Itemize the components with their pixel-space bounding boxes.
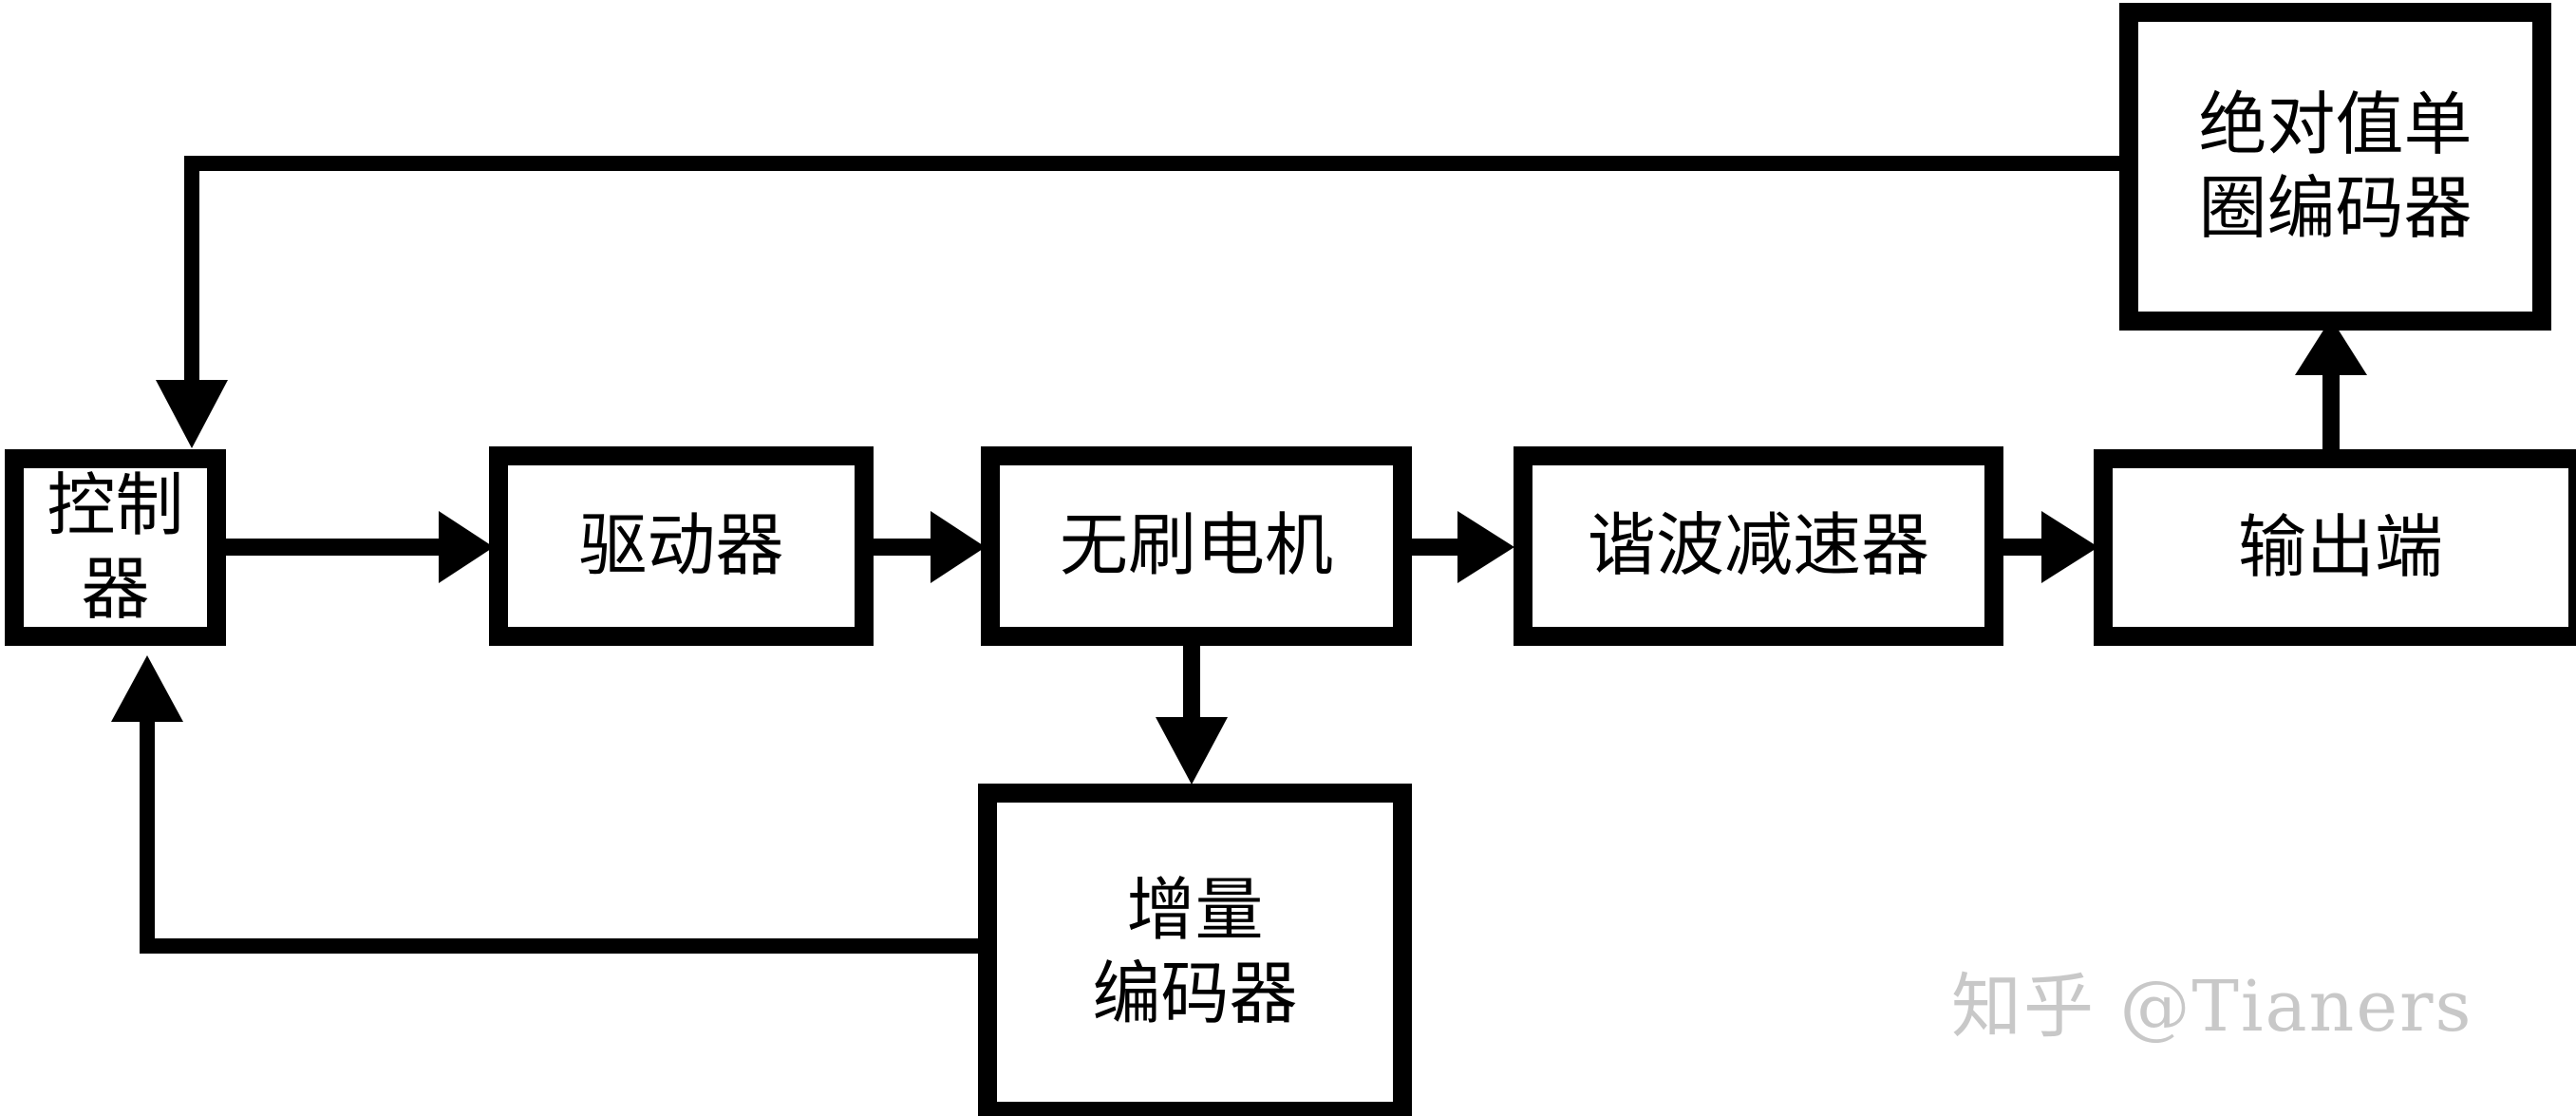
node-incremental-encoder-label: 增量 编码器 [1092, 869, 1298, 1033]
edge-motor-to-incremental-encoder [1156, 646, 1228, 785]
node-absolute-encoder-label: 绝对值单 圈编码器 [2198, 84, 2473, 248]
edge-motor-to-reducer [1412, 511, 1514, 583]
node-brushless-motor[interactable]: 无刷电机 [981, 446, 1412, 646]
node-output-end-label: 输出端 [2237, 506, 2443, 587]
node-harmonic-reducer[interactable]: 谐波减速器 [1514, 446, 2003, 646]
edge-output-to-absolute-encoder [2295, 318, 2367, 449]
node-brushless-motor-label: 无刷电机 [1059, 505, 1333, 586]
node-harmonic-reducer-label: 谐波减速器 [1587, 505, 1929, 586]
edge-reducer-to-output [2003, 511, 2098, 583]
edge-absolute-encoder-to-controller [156, 156, 2120, 448]
node-incremental-encoder[interactable]: 增量 编码器 [978, 784, 1412, 1116]
node-driver[interactable]: 驱动器 [489, 446, 874, 646]
node-controller-label: 控制器 [47, 464, 184, 629]
node-driver-label: 驱动器 [578, 505, 784, 586]
edge-driver-to-motor [874, 511, 986, 583]
watermark-text: 知乎 @Tianers [1951, 966, 2473, 1048]
node-output-end[interactable]: 输出端 [2094, 449, 2576, 646]
node-absolute-encoder[interactable]: 绝对值单 圈编码器 [2119, 3, 2551, 331]
edge-incremental-encoder-to-controller [111, 655, 978, 954]
edge-controller-to-driver [226, 511, 494, 583]
node-controller[interactable]: 控制器 [5, 449, 226, 646]
